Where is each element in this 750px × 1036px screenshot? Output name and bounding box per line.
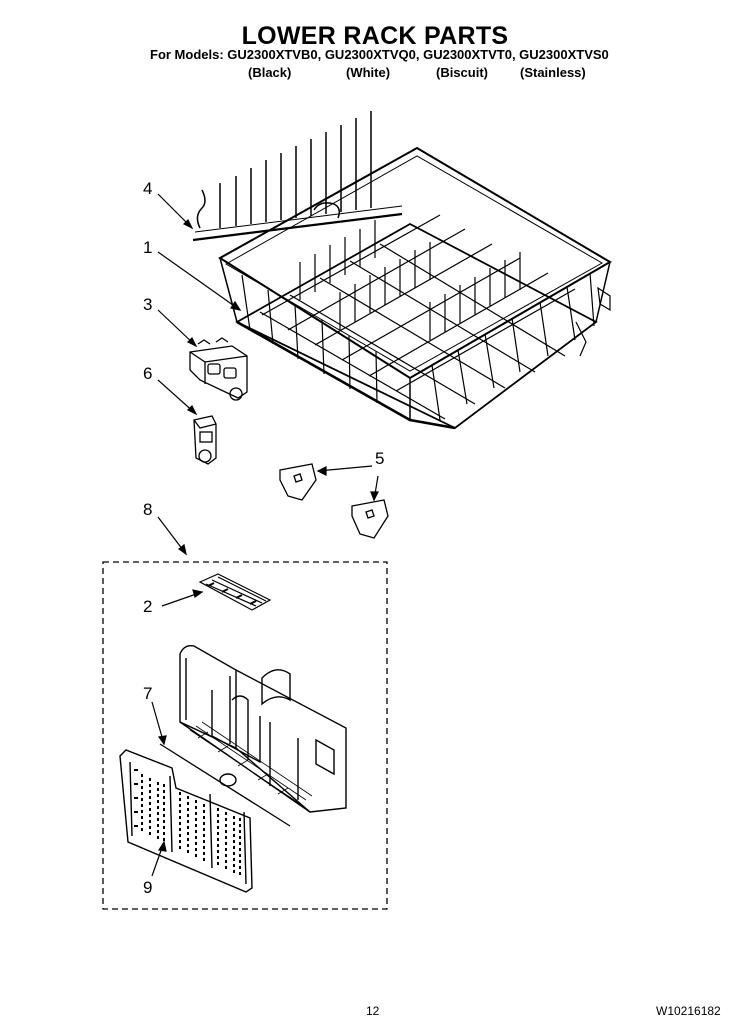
callout-2: 2 — [143, 597, 153, 616]
callout-7: 7 — [143, 684, 153, 703]
part-5-rack-stop-a — [279, 463, 317, 501]
part-1-lower-rack — [218, 146, 612, 430]
part-5-rack-stop-b — [351, 499, 389, 539]
callout-3: 3 — [143, 295, 153, 314]
callout-leaders — [151, 193, 379, 877]
color-biscuit: (Biscuit) — [436, 65, 488, 80]
page-number: 12 — [366, 1004, 380, 1018]
document-number: W10216182 — [656, 1004, 721, 1018]
page-title: LOWER RACK PARTS — [241, 22, 509, 50]
callout-5: 5 — [375, 449, 385, 468]
part-9-basket-lid — [119, 749, 253, 893]
color-black: (Black) — [248, 65, 292, 80]
callout-8: 8 — [143, 500, 153, 519]
callout-4: 4 — [143, 179, 153, 198]
part-8-silverware-basket-assembly-box — [102, 561, 388, 910]
part-7-silverware-basket — [159, 644, 347, 827]
models-line: For Models: GU2300XTVB0, GU2300XTVQ0, GU… — [150, 47, 609, 62]
part-2-basket-insert — [198, 573, 272, 611]
callout-1: 1 — [143, 238, 153, 257]
part-6-rack-clip — [193, 415, 217, 465]
callout-6: 6 — [143, 364, 153, 383]
callout-9: 9 — [143, 878, 153, 897]
color-white: (White) — [346, 65, 391, 80]
color-stainless: (Stainless) — [520, 65, 586, 80]
part-4-tine-row — [192, 111, 403, 242]
part-3-wheel-clip — [189, 337, 248, 401]
